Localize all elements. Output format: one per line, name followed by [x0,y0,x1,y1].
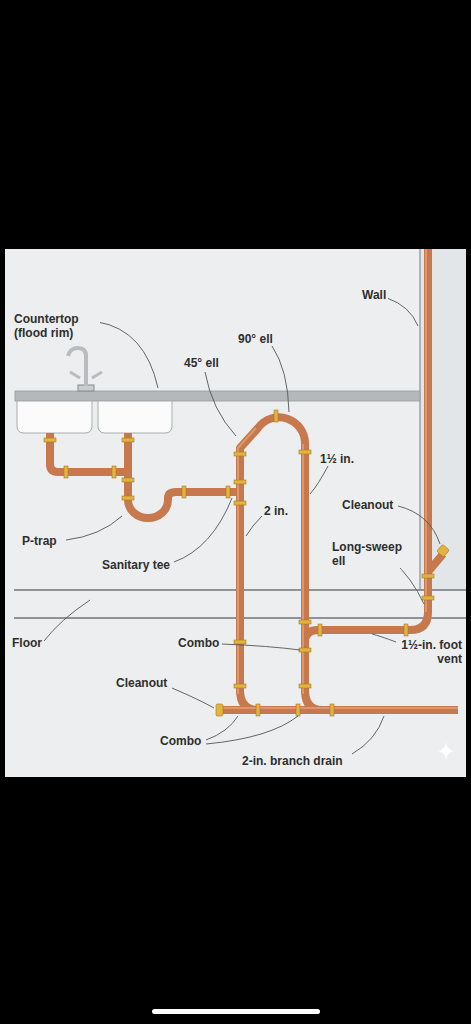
leader-line [205,372,236,436]
fitting [226,486,230,498]
leader-line [66,516,122,540]
part-label: Wall [360,288,388,302]
fitting [299,648,311,652]
part-label: 1½ in. [318,452,356,466]
fitting [234,501,246,505]
part-label: 1½-in. foot vent [396,638,464,666]
leader-line [172,688,214,708]
pipe [50,433,128,472]
part-label: P-trap [20,534,59,548]
leader-line [398,506,440,544]
part-label: Countertop (flood rim) [12,312,100,340]
part-label: Combo [158,734,203,748]
pipe [305,249,428,642]
fitting [299,620,311,624]
fitting [234,480,246,484]
fitting [122,496,134,500]
fitting [64,466,68,478]
pipe [128,433,240,518]
leader-line [352,716,384,754]
fitting [422,574,434,578]
leader-line [206,716,238,740]
pipe [428,554,443,572]
part-label: 45° ell [182,356,221,370]
faucet-spout [68,348,86,386]
pipe-highlight [238,428,256,694]
fitting [404,624,408,636]
pipe-highlight [302,444,304,694]
leader-line [246,516,262,536]
sparkle-watermark [438,742,454,760]
fitting [122,478,134,482]
wall-line [419,249,421,590]
fitting [274,410,278,422]
leader-line [98,322,158,388]
sink-basin [17,401,92,433]
fitting [44,438,56,442]
home-indicator [152,1009,320,1014]
fitting [299,450,311,454]
cleanout-cap [437,544,450,557]
part-label: 90° ell [236,332,275,346]
fitting [299,684,311,688]
part-label: Floor [10,636,44,650]
sink-basin [98,401,172,433]
pipe-highlight [425,249,427,612]
part-label: 2 in. [262,504,290,518]
leader-line [387,298,418,326]
leader-line [310,466,328,494]
part-label: Combo [176,636,221,650]
fitting [318,624,322,636]
part-label: Cleanout [114,676,169,690]
fitting [122,438,134,442]
fitting [330,704,334,716]
fitting [256,704,260,716]
fitting [234,684,246,688]
leader-line [206,716,298,744]
fitting [296,704,300,716]
faucet-handle [70,372,102,378]
part-label: 2-in. branch drain [240,754,345,768]
countertop [15,391,420,401]
part-label: Sanitary tee [100,558,172,572]
panel [5,249,466,777]
fitting [422,596,434,600]
leader-line [222,644,300,650]
fitting [182,486,186,498]
fitting [112,466,116,478]
leader-line [272,346,289,412]
part-label: Long-sweep ell [330,540,412,568]
leader-line [44,600,90,641]
fitting [234,452,246,456]
fitting [234,640,246,644]
pipe [240,417,305,694]
part-label: Cleanout [340,498,395,512]
leader-line [372,634,396,642]
cleanout-cap [216,704,223,716]
leader-line [174,498,232,562]
